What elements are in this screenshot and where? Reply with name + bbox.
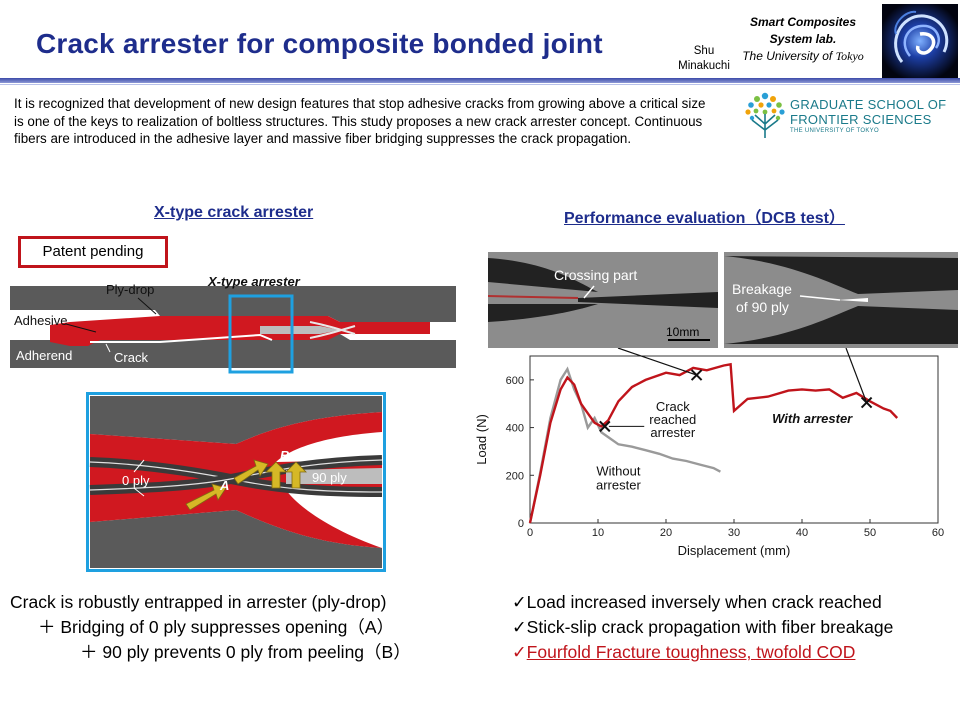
chart-lines xyxy=(528,362,899,524)
title-divider-thin xyxy=(0,84,960,85)
label-arrester: X-type arrester xyxy=(207,274,301,289)
y-tick-label: 200 xyxy=(506,470,524,482)
x-tick-label: 10 xyxy=(592,527,604,539)
chart-annotation: With arrester xyxy=(772,411,853,426)
tree-icon xyxy=(745,92,785,138)
x-tick-label: 20 xyxy=(660,527,672,539)
left-section-heading: X-type crack arrester xyxy=(154,204,314,221)
upper-adherend xyxy=(10,286,456,322)
label-zero-ply: 0 ply xyxy=(122,473,150,488)
series-line xyxy=(528,362,899,524)
patent-badge: Patent pending xyxy=(18,236,168,268)
graduate-school-university: THE UNIVERSITY OF TOKYO xyxy=(790,128,879,134)
crack-line xyxy=(90,333,273,343)
label-plydrop: Ply-drop xyxy=(106,282,154,297)
x-tick-label: 40 xyxy=(796,527,808,539)
graduate-school-line2: FRONTIER SCIENCES xyxy=(790,112,932,127)
label-breakage-line1: Breakage xyxy=(732,281,792,297)
summary-check-icon: ✓ xyxy=(512,642,527,662)
author-last-name: Minakuchi xyxy=(678,60,730,72)
arrester-zoom-diagram: 0 ply 90 ply A B xyxy=(86,392,386,572)
summary-left-line3: ＋ 90 ply prevents 0 ply from peeling（B） xyxy=(80,642,411,662)
y-tick-label: 400 xyxy=(506,423,524,435)
arrow-b-icon xyxy=(265,461,287,489)
lab-university-name: Tokyo xyxy=(835,49,864,63)
summary-left-line1: Crack is robustly entrapped in arrester … xyxy=(10,592,387,612)
adhesive-layer xyxy=(70,316,430,346)
label-b: B xyxy=(280,448,289,463)
connector-line xyxy=(617,348,697,376)
x-axis-label: Displacement (mm) xyxy=(678,543,791,558)
x-tick-label: 50 xyxy=(864,527,876,539)
connector-line xyxy=(845,348,868,403)
summary-right-line3-text: Fourfold Fracture toughness, twofold COD xyxy=(526,642,856,662)
chart-annotation: Crack xyxy=(656,399,690,414)
arrow-a-icon xyxy=(185,483,227,511)
summary-right-line3: ✓Fourfold Fracture toughness, twofold CO… xyxy=(512,640,855,665)
fiber-bundle xyxy=(260,326,340,334)
y-tick-label: 0 xyxy=(518,518,524,530)
arrester-diagram: X-type arrester Ply-drop Adhesive Adhere… xyxy=(10,274,456,374)
lab-name: Smart Composites System lab. The Univers… xyxy=(732,14,874,65)
label-scale: 10mm xyxy=(666,325,699,339)
label-adhesive: Adhesive xyxy=(14,313,67,328)
label-a: A xyxy=(219,478,229,493)
x-marker-icon xyxy=(599,420,611,433)
lab-name-line3: The University of Tokyo xyxy=(732,48,874,65)
lab-name-line2: System lab. xyxy=(769,32,837,46)
x-tick-label: 0 xyxy=(527,527,533,539)
summary-right-line2: ✓Stick-slip crack propagation with fiber… xyxy=(512,617,894,637)
label-breakage-line2: of 90 ply xyxy=(736,299,789,315)
chart-annotation: Without xyxy=(596,463,640,478)
label-crack: Crack xyxy=(114,350,148,365)
author-first-name: Shu xyxy=(693,45,715,57)
graduate-school-name: GRADUATE SCHOOL OF FRONTIER SCIENCES xyxy=(790,97,946,127)
chart-annotation: reached xyxy=(649,412,696,427)
author-name: Shu Minakuchi xyxy=(676,44,732,74)
chart-annotation: arrester xyxy=(596,478,641,493)
abstract-text: It is recognized that development of new… xyxy=(14,96,706,146)
chart-annotation: arrester xyxy=(650,425,695,440)
series-line xyxy=(528,366,721,524)
summary-left-line2: ＋ Bridging of 0 ply suppresses opening（A… xyxy=(38,617,395,637)
graduate-school-logo xyxy=(742,90,957,140)
label-crossing: Crossing part xyxy=(554,267,637,283)
x-tick-label: 60 xyxy=(932,527,944,539)
zoom-frame xyxy=(86,392,386,572)
photo-connectors xyxy=(617,348,868,403)
ninety-ply-bundle xyxy=(286,468,382,484)
specimen-photos: Crossing part 10mm Breakage of 90 ply xyxy=(488,252,958,348)
graduate-school-line1: GRADUATE SCHOOL OF xyxy=(790,97,947,112)
lab-name-line1: Smart Composites xyxy=(749,15,857,29)
y-axis-label: Load (N) xyxy=(474,414,489,465)
plot-frame xyxy=(529,355,939,524)
summary-right-line1: ✓Load increased inversely when crack rea… xyxy=(512,592,882,612)
lab-logo-icon xyxy=(882,4,958,78)
right-section-heading: Performance evaluation（DCB test） xyxy=(564,210,845,227)
arrester-highlight-box xyxy=(228,294,294,374)
label-adherend: Adherend xyxy=(16,348,72,363)
lower-adherend xyxy=(10,340,456,368)
y-tick-label: 600 xyxy=(506,375,524,387)
lab-university-prefix: The University of xyxy=(742,49,836,63)
title-divider xyxy=(0,78,960,83)
x-tick-label: 30 xyxy=(728,527,740,539)
label-ninety-ply: 90 ply xyxy=(312,470,347,485)
page-title: Crack arrester for composite bonded join… xyxy=(36,28,603,59)
